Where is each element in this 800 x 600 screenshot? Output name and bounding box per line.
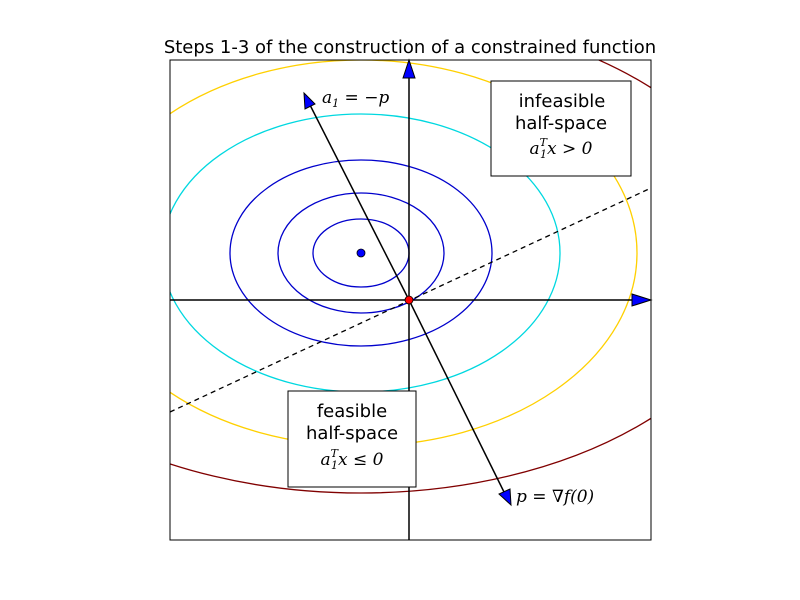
origin-point [404, 295, 414, 305]
vector-a1-arrowhead [303, 91, 316, 110]
y-axis-arrowhead [402, 58, 416, 79]
feasible-line2: half-space [306, 423, 398, 444]
vector-p-line [408, 299, 506, 495]
label-a1: a1 = −p [322, 88, 389, 110]
infeasible-line2: half-space [515, 113, 607, 134]
infeasible-line1: infeasible [519, 91, 606, 112]
vector-a1-line [309, 104, 410, 301]
x-axis-arrowhead [631, 293, 653, 307]
contour-dark-red [170, 60, 651, 494]
feasible-line1: feasible [317, 401, 387, 422]
figure-title: Steps 1-3 of the construction of a const… [164, 37, 656, 58]
minimum-point [356, 248, 366, 258]
contour-mid [229, 159, 493, 347]
label-p: p = ∇f(0) [516, 487, 594, 507]
feasible-box-frame [287, 390, 417, 488]
infeasible-box-frame [490, 80, 632, 177]
vector-p-arrowhead [498, 488, 512, 507]
contour-inner [277, 192, 445, 314]
